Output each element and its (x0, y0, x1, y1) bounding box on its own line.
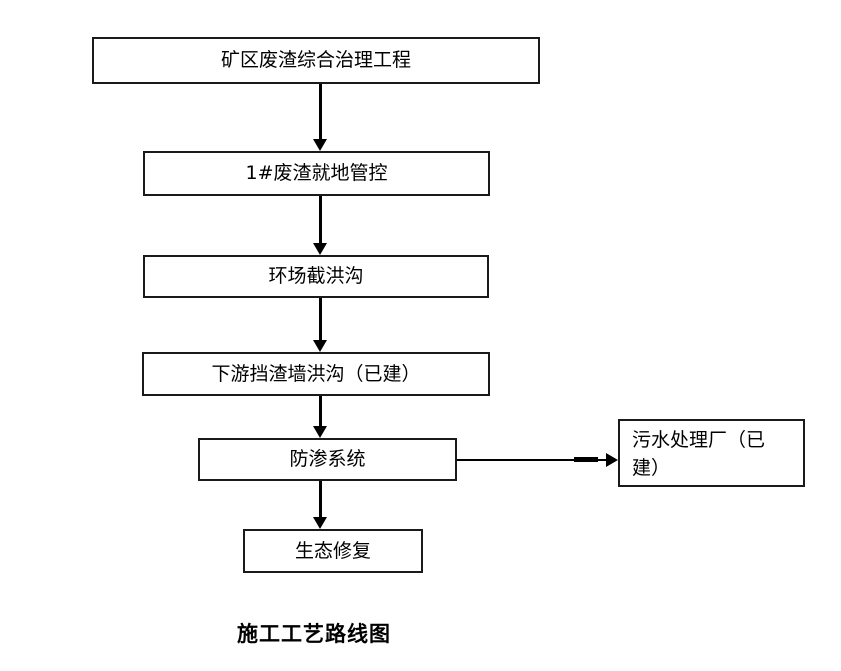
arrowhead-down-icon (313, 517, 327, 529)
arrow-line (319, 196, 322, 244)
arrowhead-right-icon (606, 453, 618, 467)
arrowhead-down-icon (313, 426, 327, 438)
arrowhead-down-icon (313, 139, 327, 151)
node-label: 矿区废渣综合治理工程 (220, 49, 411, 72)
arrow-line-bold-segment (574, 457, 598, 462)
node-ecological-restore: 生态修复 (243, 529, 423, 573)
arrowhead-down-icon (313, 340, 327, 352)
diagram-caption: 施工工艺路线图 (237, 622, 391, 646)
node-waste1-onsite-control: 1#废渣就地管控 (143, 151, 490, 196)
node-label: 1#废渣就地管控 (245, 162, 388, 185)
node-label: 污水处理厂（已建） (632, 429, 766, 479)
node-label: 下游挡渣墙洪沟（已建） (211, 362, 421, 385)
arrow-line (319, 298, 322, 341)
arrow-line (319, 396, 322, 427)
node-label: 防渗系统 (289, 448, 366, 471)
node-mine-waste-project: 矿区废渣综合治理工程 (92, 37, 540, 84)
node-sewage-plant: 污水处理厂（已建） (618, 419, 805, 487)
arrowhead-down-icon (313, 243, 327, 255)
node-label: 环场截洪沟 (268, 265, 364, 288)
node-label: 生态修复 (294, 539, 371, 562)
node-ring-flood-ditch: 环场截洪沟 (143, 255, 489, 298)
arrow-line (319, 481, 322, 518)
arrow-line (319, 84, 322, 140)
node-seepage-system: 防渗系统 (198, 438, 457, 481)
arrow-line (457, 459, 606, 461)
node-downstream-wall-ditch: 下游挡渣墙洪沟（已建） (142, 352, 490, 396)
